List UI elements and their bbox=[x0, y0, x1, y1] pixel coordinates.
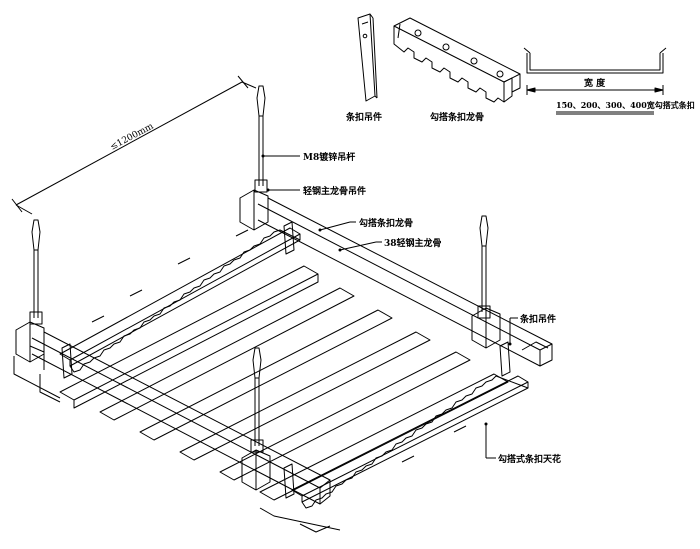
label-width-options: 150、200、300、400宽勾搭式条扣 bbox=[556, 100, 695, 110]
hanger-rods bbox=[29, 85, 491, 453]
label-hook-keel-part: 勾搭条扣龙骨 bbox=[430, 111, 484, 123]
leader-dots bbox=[261, 154, 512, 426]
label-main-keel-38: 38轻钢主龙骨 bbox=[384, 237, 442, 249]
label-main-keel-hanger: 轻钢主龙骨吊件 bbox=[303, 185, 366, 197]
main-keels bbox=[13, 197, 553, 505]
dimension-line bbox=[11, 75, 257, 215]
strip-hanger-detail bbox=[357, 13, 378, 102]
label-hook-keel: 勾搭条扣龙骨 bbox=[359, 217, 413, 229]
label-hanger-rod: M8镀锌吊杆 bbox=[303, 151, 355, 163]
ceiling-strips bbox=[39, 229, 509, 533]
leader-lines bbox=[263, 155, 518, 459]
strip-hanger-clips bbox=[61, 221, 511, 499]
label-width: 宽 度 bbox=[583, 77, 606, 89]
hook-keel-detail bbox=[393, 17, 521, 103]
label-ceiling: 勾搭式条扣天花 bbox=[498, 453, 561, 465]
label-strip-hanger-part: 条扣吊件 bbox=[345, 111, 382, 123]
main-keel-hangers bbox=[15, 189, 501, 491]
label-strip-hanger: 条扣吊件 bbox=[519, 313, 556, 325]
width-profile-detail bbox=[523, 47, 667, 115]
dimension-label: ≤1200mm bbox=[109, 121, 156, 152]
hook-keels bbox=[59, 227, 529, 509]
